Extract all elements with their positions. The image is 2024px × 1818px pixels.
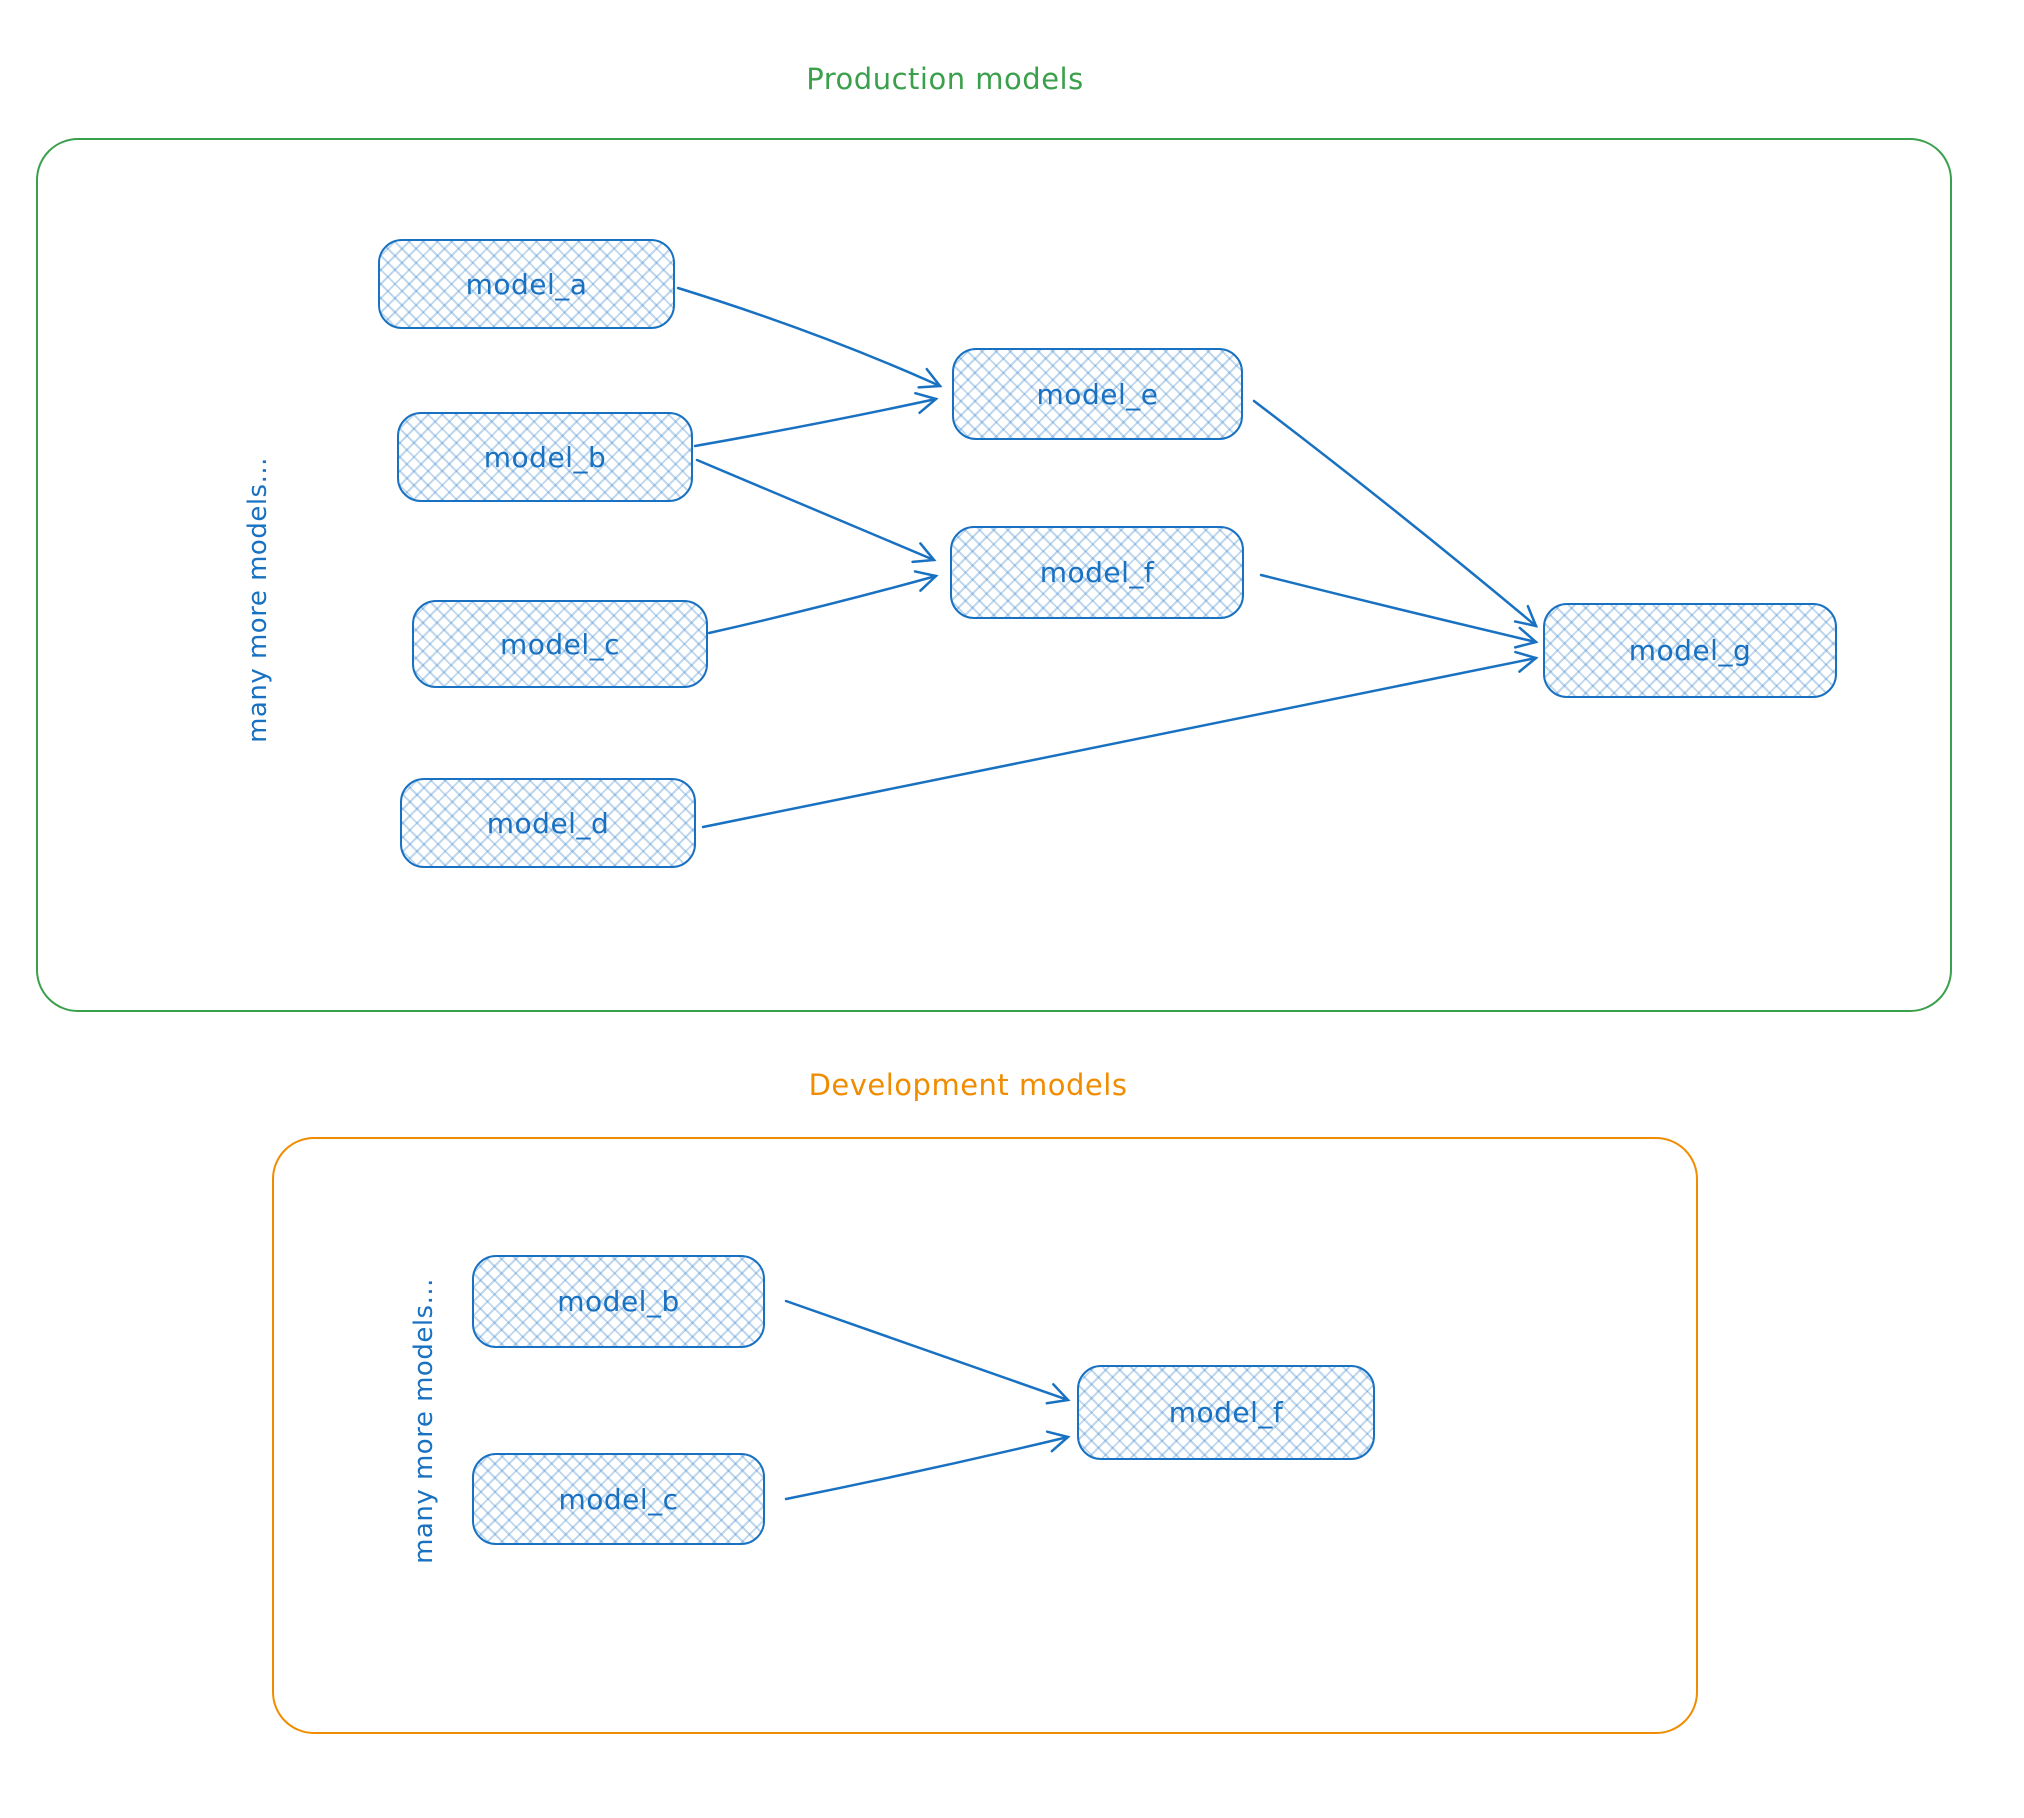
development-frame[interactable]: [272, 1137, 1698, 1734]
development-title: Development models: [808, 1068, 1128, 1102]
node-model-g[interactable]: model_g: [1543, 603, 1837, 698]
node-model-c-label: model_c: [499, 627, 621, 661]
node-model-b[interactable]: model_b: [397, 412, 693, 502]
node-model-c[interactable]: model_c: [412, 600, 708, 688]
node-model-b-label: model_b: [483, 440, 607, 474]
node-dev-model-f[interactable]: model_f: [1077, 1365, 1375, 1460]
production-frame[interactable]: [36, 138, 1952, 1012]
node-model-e[interactable]: model_e: [952, 348, 1243, 440]
node-model-a-label: model_a: [465, 267, 588, 301]
node-dev-model-c[interactable]: model_c: [472, 1453, 765, 1545]
node-model-d-label: model_d: [486, 806, 610, 840]
node-model-g-label: model_g: [1628, 634, 1752, 667]
node-model-e-label: model_e: [1036, 377, 1159, 411]
node-dev-model-b-label: model_b: [557, 1285, 680, 1318]
node-model-a[interactable]: model_a: [378, 239, 675, 329]
development-side-label: many more models...: [409, 1278, 439, 1564]
production-side-label: many more models...: [243, 457, 273, 743]
node-model-d[interactable]: model_d: [400, 778, 696, 868]
node-model-f[interactable]: model_f: [950, 526, 1244, 619]
node-dev-model-f-label: model_f: [1168, 1396, 1284, 1429]
production-title: Production models: [806, 62, 1084, 96]
node-dev-model-b[interactable]: model_b: [472, 1255, 765, 1348]
node-model-f-label: model_f: [1039, 556, 1155, 589]
node-dev-model-c-label: model_c: [558, 1482, 679, 1516]
